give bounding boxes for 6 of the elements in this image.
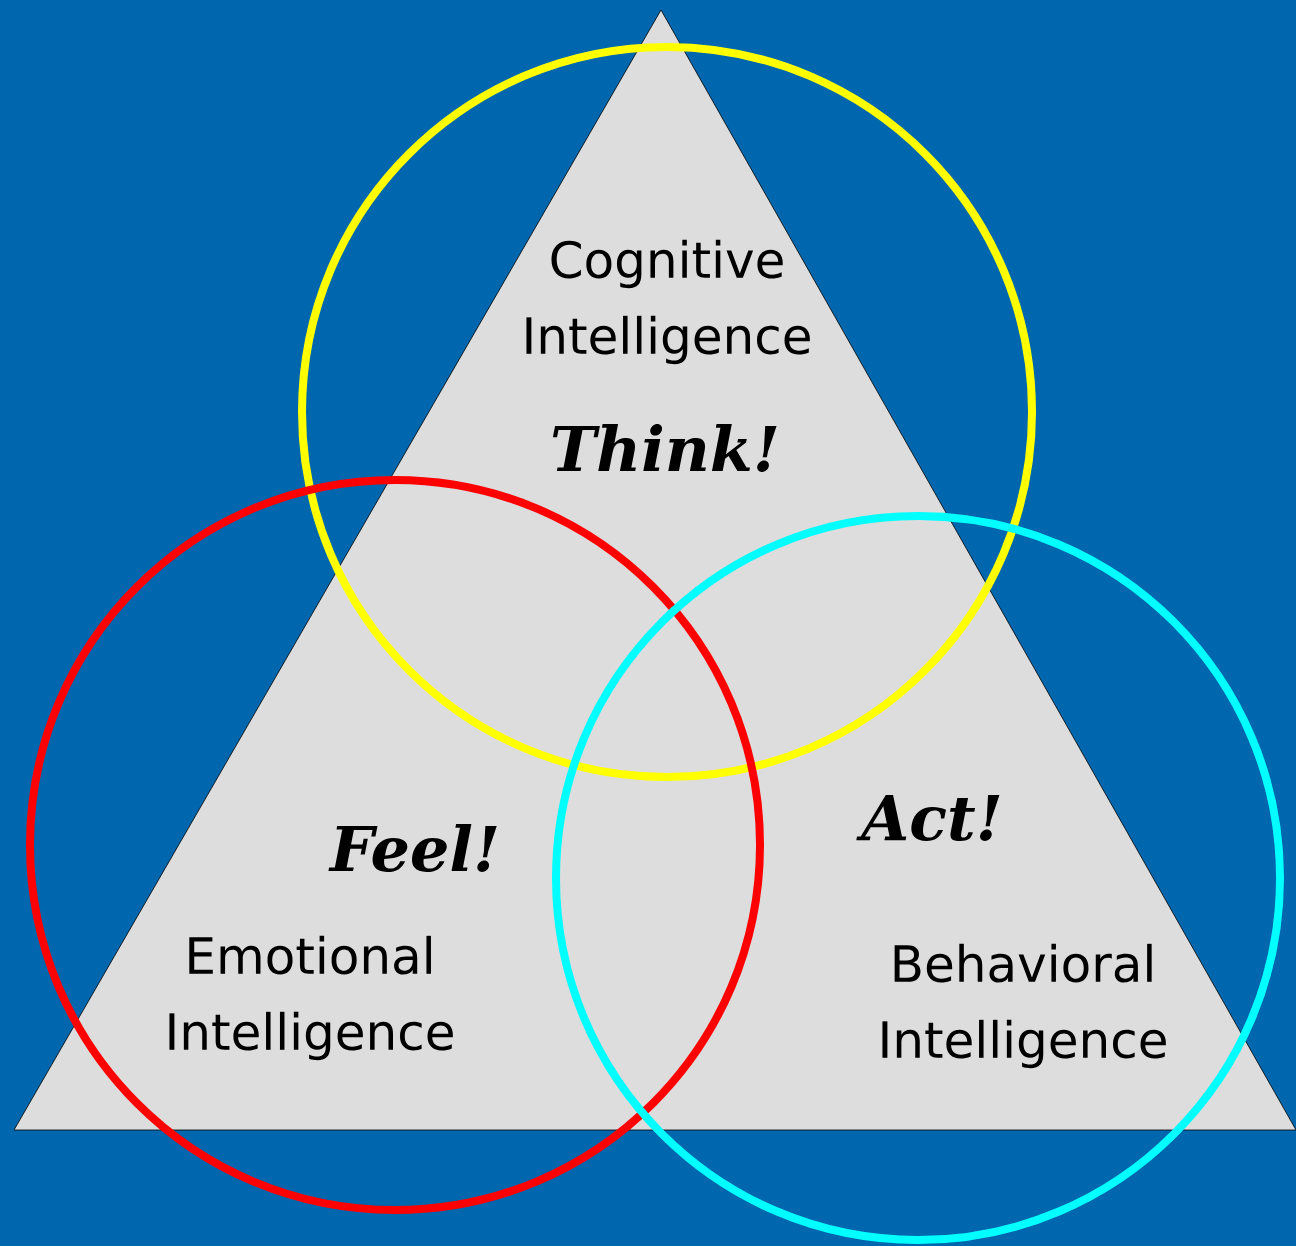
- handwritten-word: Think!: [552, 424, 777, 472]
- handwritten-word: Feel!: [328, 824, 497, 872]
- circle-label: Behavioral Intelligence: [882, 943, 1166, 1069]
- circle-label: Emotional Intelligence: [169, 935, 453, 1061]
- circle-label: Cognitive Intelligence: [526, 239, 810, 365]
- handwritten-word: Act!: [856, 794, 1000, 842]
